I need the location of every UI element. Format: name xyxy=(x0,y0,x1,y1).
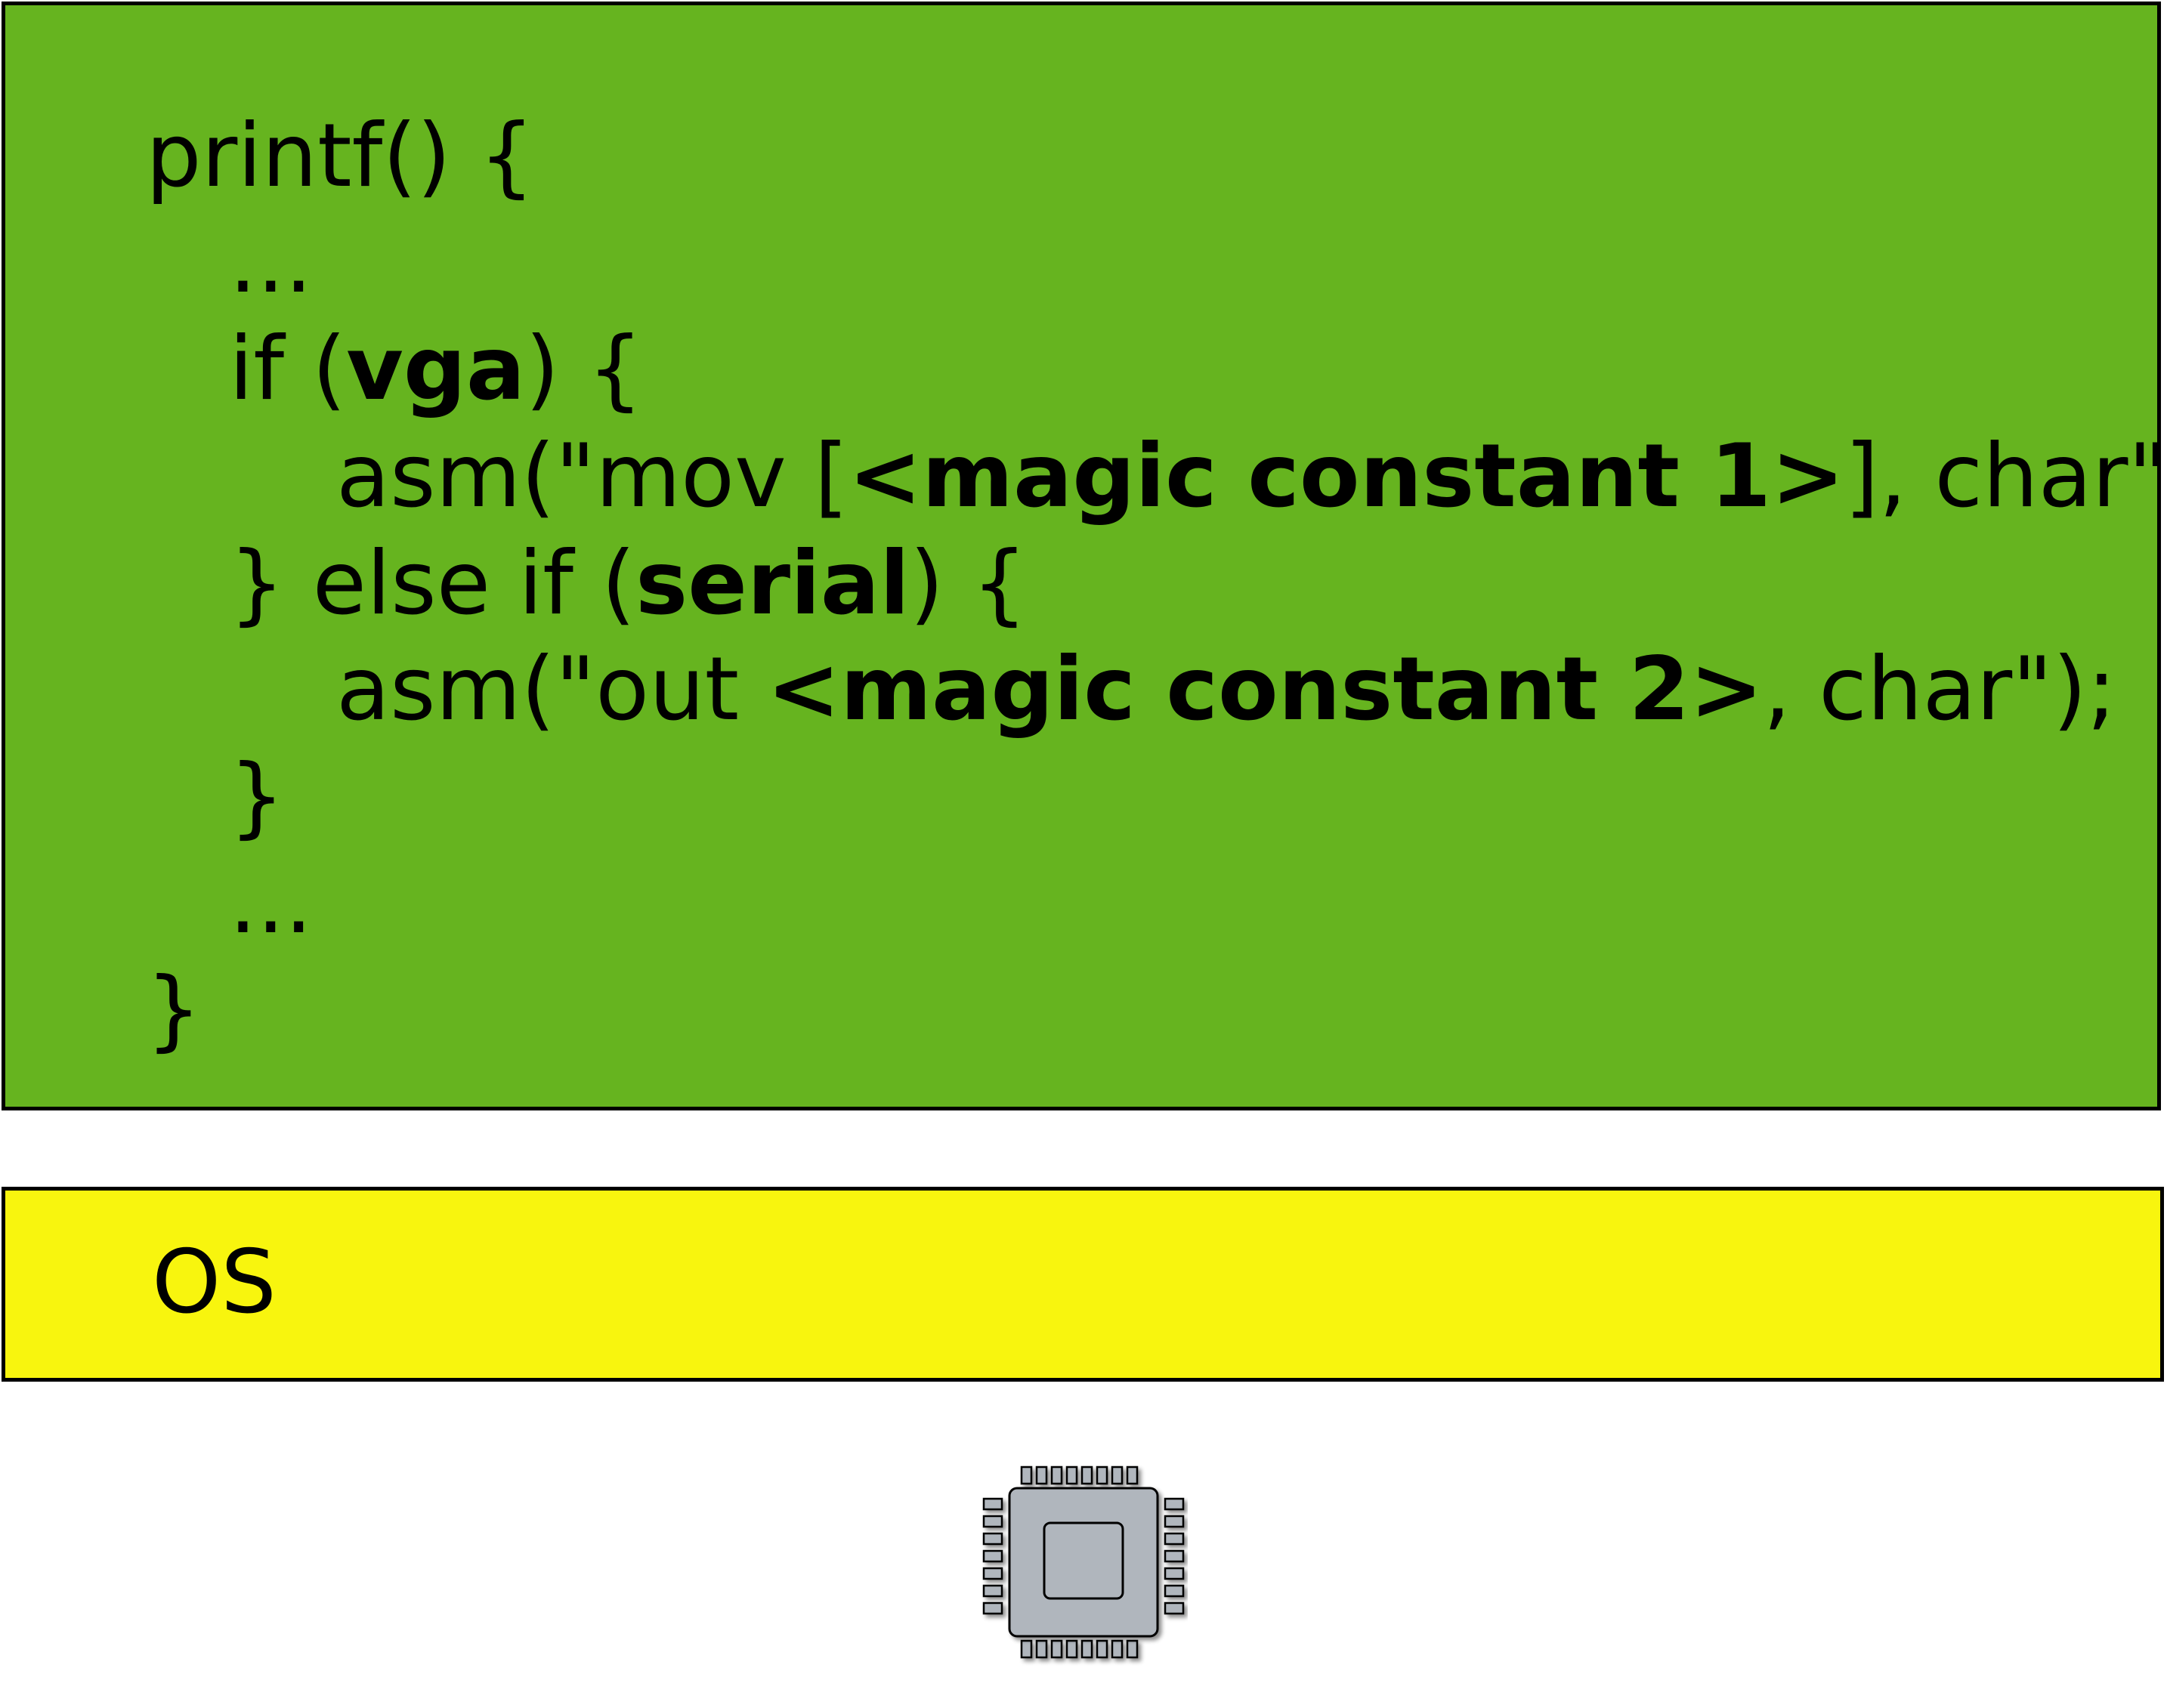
code-line-asm-mov: asm("mov [<magic constant 1>], char"); xyxy=(336,425,2167,527)
code-line-printf-close: } xyxy=(146,959,202,1061)
os-label: OS xyxy=(152,1231,277,1333)
code-line-asm-out: asm("out <magic constant 2>, char"); xyxy=(336,638,2116,740)
magic-constant-2: <magic constant 2> xyxy=(766,638,1764,740)
magic-constant-1: <magic constant 1> xyxy=(848,425,1845,527)
code-line-ellipsis-top: ... xyxy=(229,211,313,313)
vga-keyword: vga xyxy=(346,318,526,420)
os-layer: OS xyxy=(2,1187,2164,1382)
serial-keyword: serial xyxy=(635,533,910,635)
code-line-else-if-serial: } else if (serial) { xyxy=(229,533,1028,635)
code-line-if-vga: if (vga) { xyxy=(229,318,644,420)
cpu-chip-icon xyxy=(979,1458,1188,1666)
code-line-ellipsis-bottom: ... xyxy=(229,851,313,953)
code-line-close-if: } xyxy=(229,746,285,848)
code-line-printf-open: printf() { xyxy=(146,105,535,207)
application-layer: printf() { ... if (vga) { asm("mov [<mag… xyxy=(2,2,2167,1110)
